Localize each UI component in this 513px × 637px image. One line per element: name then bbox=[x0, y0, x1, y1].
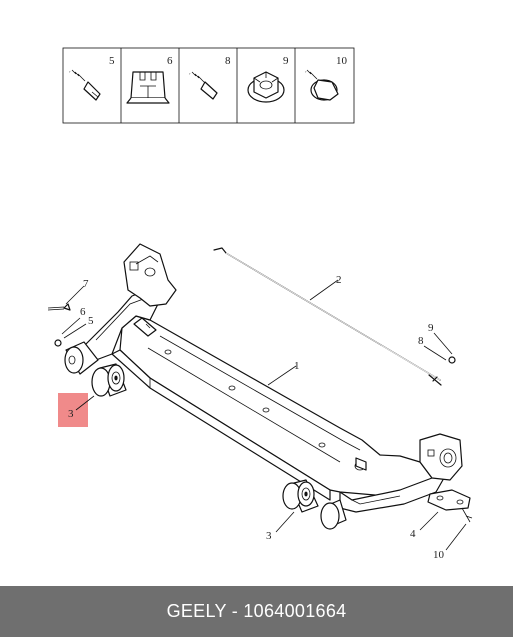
callout-bracket: 4 bbox=[410, 528, 416, 540]
callout-pin-right: 8 bbox=[418, 335, 424, 347]
flange-bolt-icon bbox=[305, 69, 339, 101]
parts-table-number-8: 8 bbox=[225, 55, 231, 67]
callout-nut-right: 9 bbox=[428, 322, 434, 334]
callout-bolt-right: 10 bbox=[433, 549, 445, 561]
right-hardware: 9 8 bbox=[418, 322, 456, 364]
flange-nut-icon bbox=[247, 71, 285, 103]
castle-nut-icon bbox=[126, 71, 170, 104]
parts-table-number-5: 5 bbox=[109, 55, 115, 67]
callout-beam: 1 bbox=[294, 360, 300, 372]
bolt-icon bbox=[69, 69, 101, 101]
footer-part-number: GEELY - 1064001664 bbox=[0, 586, 513, 637]
bushing-right: 3 bbox=[266, 479, 319, 542]
bolt-right: 10 bbox=[433, 507, 473, 561]
bushing-left: 3 bbox=[68, 363, 127, 420]
bracket: 4 bbox=[410, 489, 471, 540]
parts-table-cell-6: 6 bbox=[126, 55, 173, 104]
callout-pin-left: 5 bbox=[88, 315, 94, 327]
parts-table-number-9: 9 bbox=[283, 55, 289, 67]
callout-bushing-left: 3 bbox=[68, 408, 74, 420]
bushing-mounted-left bbox=[64, 341, 99, 375]
bolt-icon bbox=[189, 71, 218, 100]
callout-nut-left: 6 bbox=[80, 306, 86, 318]
parts-table: 5 6 8 bbox=[62, 47, 355, 124]
axle-beam: 1 bbox=[83, 243, 463, 513]
parts-table-cell-5: 5 bbox=[69, 55, 115, 101]
left-hardware: 7 6 5 bbox=[47, 278, 94, 347]
parts-table-number-6: 6 bbox=[167, 55, 173, 67]
rear-axle-exploded-diagram: 5 6 8 bbox=[47, 47, 473, 561]
highlighted-part-marker bbox=[58, 393, 88, 427]
callout-cable: 2 bbox=[336, 274, 342, 286]
parts-table-cell-9: 9 bbox=[247, 55, 289, 103]
parts-table-cell-8: 8 bbox=[189, 55, 231, 100]
bushing-mounted-right bbox=[320, 499, 347, 530]
brake-cable: 2 bbox=[213, 247, 442, 386]
callout-clip-left: 7 bbox=[83, 278, 89, 290]
parts-table-number-10: 10 bbox=[336, 55, 348, 67]
callout-bushing-right: 3 bbox=[266, 530, 272, 542]
parts-table-cell-10: 10 bbox=[305, 55, 348, 101]
